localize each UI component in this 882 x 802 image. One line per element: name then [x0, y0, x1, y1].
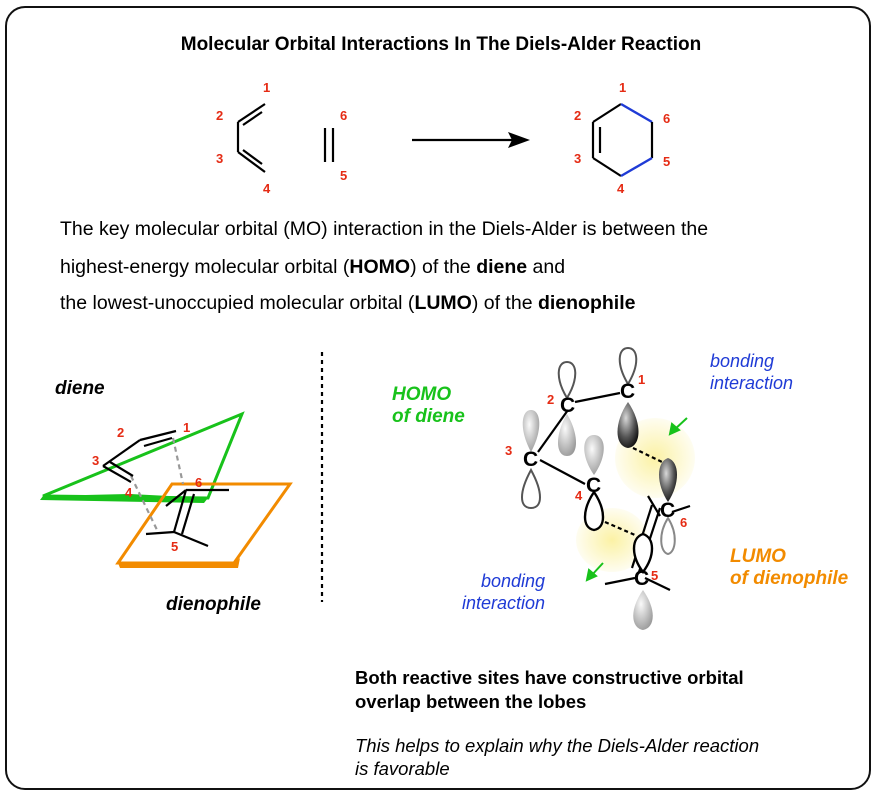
carbon-1: C: [620, 380, 635, 403]
atom-number-1: 1: [263, 80, 270, 95]
carbon-4: C: [586, 474, 601, 497]
reaction-arrow: [412, 132, 530, 148]
atom-number-3: 3: [505, 443, 512, 458]
dienophile-label: dienophile: [166, 594, 261, 615]
lumo-label: LUMO of dienophile: [730, 546, 849, 589]
conclusion-text: Both reactive sites have constructive or…: [355, 667, 744, 712]
atom-number-6: 6: [680, 515, 687, 530]
bonding-overlap-dashes: [604, 447, 663, 537]
atom-number-3: 3: [92, 453, 99, 468]
dienophile-structure: [323, 128, 335, 162]
forming-bond-dashes: [130, 437, 185, 533]
diene-plane: [40, 411, 245, 503]
paragraph-line-2: highest-energy molecular orbital (HOMO) …: [60, 256, 566, 278]
atom-number-5: 5: [663, 154, 670, 169]
atom-number-5: 5: [340, 168, 347, 183]
bonding-interaction-bottom: bonding interaction: [462, 571, 546, 613]
diagram-frame: [5, 6, 871, 790]
carbon-6: C: [660, 499, 675, 522]
diene-structure: [236, 103, 266, 173]
atom-number-2: 2: [547, 392, 554, 407]
cyclohexene-structure: [591, 102, 654, 178]
homo-label: HOMO of diene: [392, 384, 465, 427]
p-orbital-lobes: [521, 346, 677, 630]
paragraph-line-3: the lowest-unoccupied molecular orbital …: [60, 292, 636, 314]
atom-number-6: 6: [340, 108, 347, 123]
diene-label: diene: [55, 378, 105, 399]
carbon-3: C: [523, 448, 538, 471]
dienophile-3d: [145, 488, 229, 548]
atom-number-6: 6: [195, 475, 202, 490]
page-title: Molecular Orbital Interactions In The Di…: [180, 34, 702, 55]
atom-number-4: 4: [125, 485, 133, 500]
atom-number-2: 2: [574, 108, 581, 123]
paragraph-line-1: The key molecular orbital (MO) interacti…: [60, 218, 709, 240]
bonding-interaction-top: bonding interaction: [710, 351, 794, 393]
atom-number-2: 2: [216, 108, 223, 123]
atom-number-4: 4: [263, 181, 271, 196]
atom-number-5: 5: [651, 568, 658, 583]
atom-number-4: 4: [617, 181, 625, 196]
carbon-5: C: [634, 567, 649, 590]
atom-number-4: 4: [575, 488, 583, 503]
atom-number-2: 2: [117, 425, 124, 440]
diene-3d: [102, 429, 177, 483]
carbon-2: C: [560, 394, 575, 417]
atom-number-3: 3: [574, 151, 581, 166]
atom-number-3: 3: [216, 151, 223, 166]
atom-number-1: 1: [183, 420, 190, 435]
atom-number-6: 6: [663, 111, 670, 126]
atom-number-1: 1: [638, 372, 645, 387]
atom-number-1: 1: [619, 80, 626, 95]
dienophile-plane: [115, 482, 293, 568]
green-arrows: [585, 417, 688, 582]
note-text: This helps to explain why the Diels-Alde…: [355, 735, 760, 779]
atom-number-5: 5: [171, 539, 178, 554]
